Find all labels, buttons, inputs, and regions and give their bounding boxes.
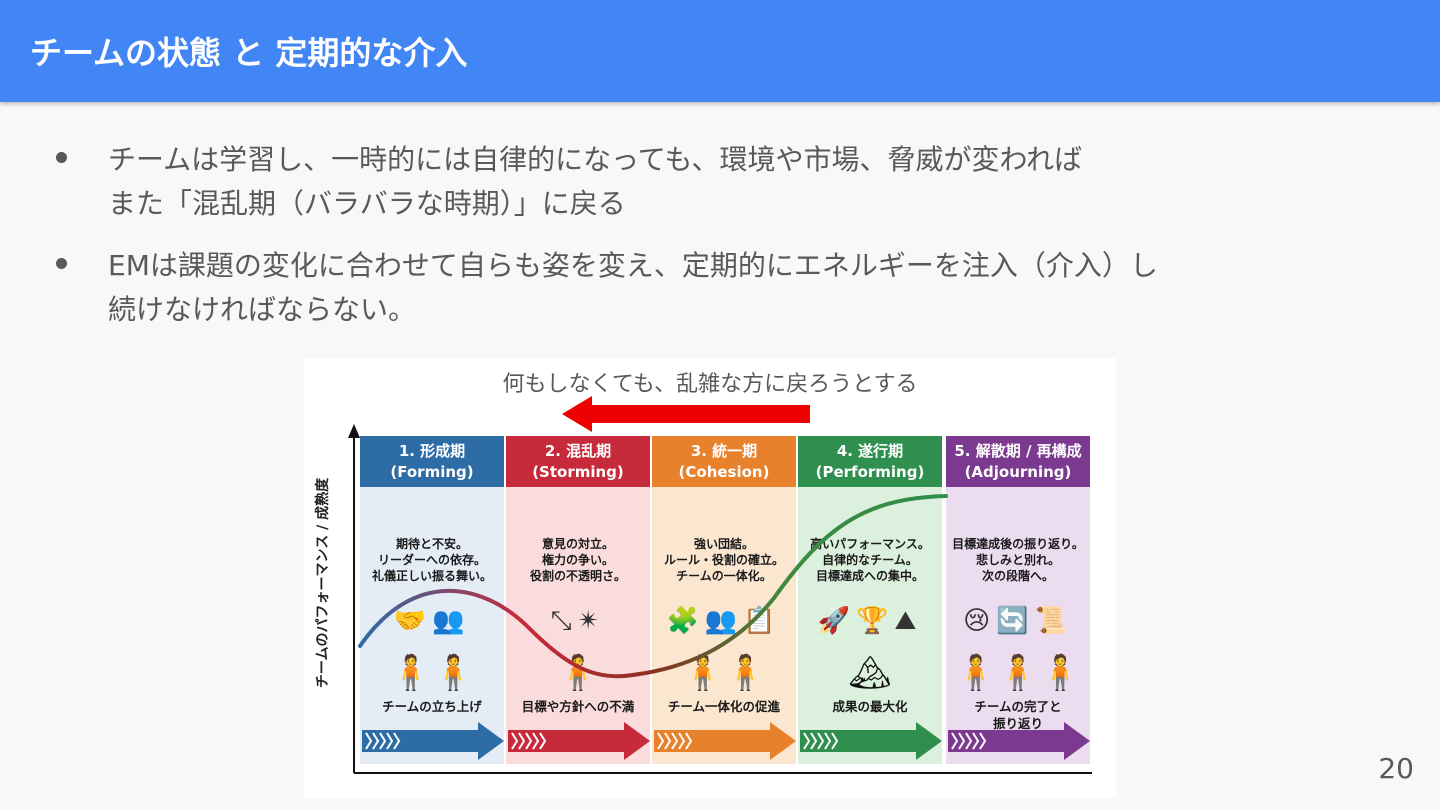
bullet-text-line: また「混乱期（バラバラな時期）」に戻る [108,187,626,220]
slide-header: チームの状態 と 定期的な介入 [0,0,1440,102]
stage-result-line: 目標や方針への不満 [521,699,635,714]
bullet-list: チームは学習し、一時的には自律的になっても、環境や市場、脅威が変われば また「混… [52,138,1352,350]
stage-description: 期待と不安。リーダーへの依存。礼儀正しい振る舞い。 [360,536,504,584]
stage-description-line: 役割の不透明さ。 [529,569,626,583]
stage-title: 3. 統一期 [690,442,758,460]
people-figure-icon: 🧍 [556,653,600,693]
stage-subtitle: (Performing) [815,463,925,481]
stage-result-line: チーム一体化の促進 [667,699,781,714]
stage-subtitle: (Adjourning) [964,463,1072,481]
bullet-item: EMは課題の変化に合わせて自らも姿を変え、定期的にエネルギーを注入（介入）し 続… [52,244,1352,332]
stage-subtitle: (Forming) [390,463,474,481]
stage-title: 1. 形成期 [398,442,466,460]
stage-description-line: 高いパフォーマンス。 [810,537,930,551]
stage-description-line: 目標達成への集中。 [815,569,924,583]
people-figure-icon: 🧍🧍🧍 [954,653,1082,693]
stage-description: 強い団結。ルール・役割の確立。チームの一体化。 [652,536,796,584]
stage-description-line: ルール・役割の確立。 [663,553,784,567]
stage-progress-arrow-icon [508,722,650,760]
red-left-arrow-icon [562,396,810,432]
stage-description: 意見の対立。権力の争い。役割の不透明さ。 [506,536,650,584]
stage-result: チーム一体化の促進 [652,698,796,715]
stage-subtitle: (Cohesion) [678,463,770,481]
slide-title: チームの状態 と 定期的な介入 [30,34,468,72]
stage-description: 目標達成後の振り返り。悲しみと別れ。次の段階へ。 [946,536,1090,584]
stage-title: 5. 解散期 / 再構成 [954,442,1082,460]
stage-title: 4. 遂行期 [836,442,904,460]
tuckman-stages-diagram: 何もしなくても、乱雑な方に戻ろうとする チームのパフォーマンス / 成熟度 1.… [304,358,1116,798]
stage-result-line: チームの立ち上げ [382,699,482,714]
people-figure-icon: 🏔 [848,653,892,693]
stage-progress-arrow-icon [948,722,1090,760]
handshake-icon group-icon: 🤝👥 [393,606,471,636]
stage-description-line: 礼儀正しい振る舞い。 [371,569,492,583]
stage-header: 4. 遂行期 (Performing) [798,436,942,487]
stage-subtitle: (Storming) [532,463,624,481]
stage-progress-arrow-icon [800,722,942,760]
page-number: 20 [1378,752,1414,785]
sad-person-icon cycle-icon certificate-icon: 😢🔄📜 [963,606,1073,636]
stage-progress-arrow-icon [362,722,504,760]
diagram-caption: 何もしなくても、乱雑な方に戻ろうとする [502,372,918,397]
stage-description-line: チームの一体化。 [676,569,772,583]
bullet-text-line: 続けなければならない。 [108,293,417,326]
stage-description-line: 自律的なチーム。 [822,553,918,567]
stage-header: 3. 統一期 (Cohesion) [652,436,796,487]
stage-header: 5. 解散期 / 再構成 (Adjourning) [946,436,1090,487]
stage-description-line: 意見の対立。 [541,537,614,551]
bullet-text-line: EMは課題の変化に合わせて自らも姿を変え、定期的にエネルギーを注入（介入）し [108,249,1158,282]
stage-description-line: 目標達成後の振り返り。 [952,537,1084,551]
stage-title: 2. 混乱期 [544,442,612,460]
bullet-text-line: チームは学習し、一時的には自律的になっても、環境や市場、脅威が変われば [108,143,1083,176]
y-axis-label-text: チームのパフォーマンス / 成熟度 [315,477,331,689]
stage-column: 1. 形成期 (Forming) 期待と不安。リーダーへの依存。礼儀正しい振る舞い。… [360,436,504,764]
axes [348,424,1092,774]
stage-description-line: 次の段階へ。 [981,569,1054,583]
stage-result: チームの立ち上げ [360,698,504,715]
bullet-dot [56,152,67,163]
stage-header: 1. 形成期 (Forming) [360,436,504,487]
bullet-item: チームは学習し、一時的には自律的になっても、環境や市場、脅威が変われば また「混… [52,138,1352,226]
stage-description-line: リーダーへの依存。 [377,553,486,567]
stage-column: 4. 遂行期 (Performing) 高いパフォーマンス。自律的なチーム。目標達成… [798,436,942,764]
stage-description-line: 期待と不安。 [395,537,468,551]
stage-description: 高いパフォーマンス。自律的なチーム。目標達成への集中。 [798,536,942,584]
stage-result: チームの完了と振り返り [946,698,1090,732]
stage-description-line: 強い団結。 [693,537,754,551]
puzzle-icon team-icon rules-icon: 🧩👥📋 [666,606,782,636]
stage-column: 5. 解散期 / 再構成 (Adjourning) 目標達成後の振り返り。悲しみと別… [946,436,1090,764]
rocket-icon trophy-icon mountain-icon: 🚀🏆⛰ [817,606,923,636]
people-figure-icon: 🧍🧍 [389,653,475,693]
stage-result: 成果の最大化 [798,698,942,715]
people-figure-icon: 🧍🧍 [681,653,767,693]
conflict-arrows-icon frustrated-head-icon: ⤡✴ [550,606,606,636]
stage-header: 2. 混乱期 (Storming) [506,436,650,487]
bullet-dot [56,258,67,269]
stage-progress-arrow-icon [654,722,796,760]
stage-description-line: 権力の争い。 [541,553,614,567]
stage-result-line: 成果の最大化 [832,699,908,714]
stage-result-line: 振り返り [992,716,1043,731]
stage-column: 3. 統一期 (Cohesion) 強い団結。ルール・役割の確立。チームの一体化。 🧩… [652,436,796,764]
stage-result: 目標や方針への不満 [506,698,650,715]
stage-description-line: 悲しみと別れ。 [975,553,1061,567]
stage-column: 2. 混乱期 (Storming) 意見の対立。権力の争い。役割の不透明さ。 ⤡✴ 🧍 目… [506,436,650,764]
stage-result-line: チームの完了と [974,699,1062,714]
